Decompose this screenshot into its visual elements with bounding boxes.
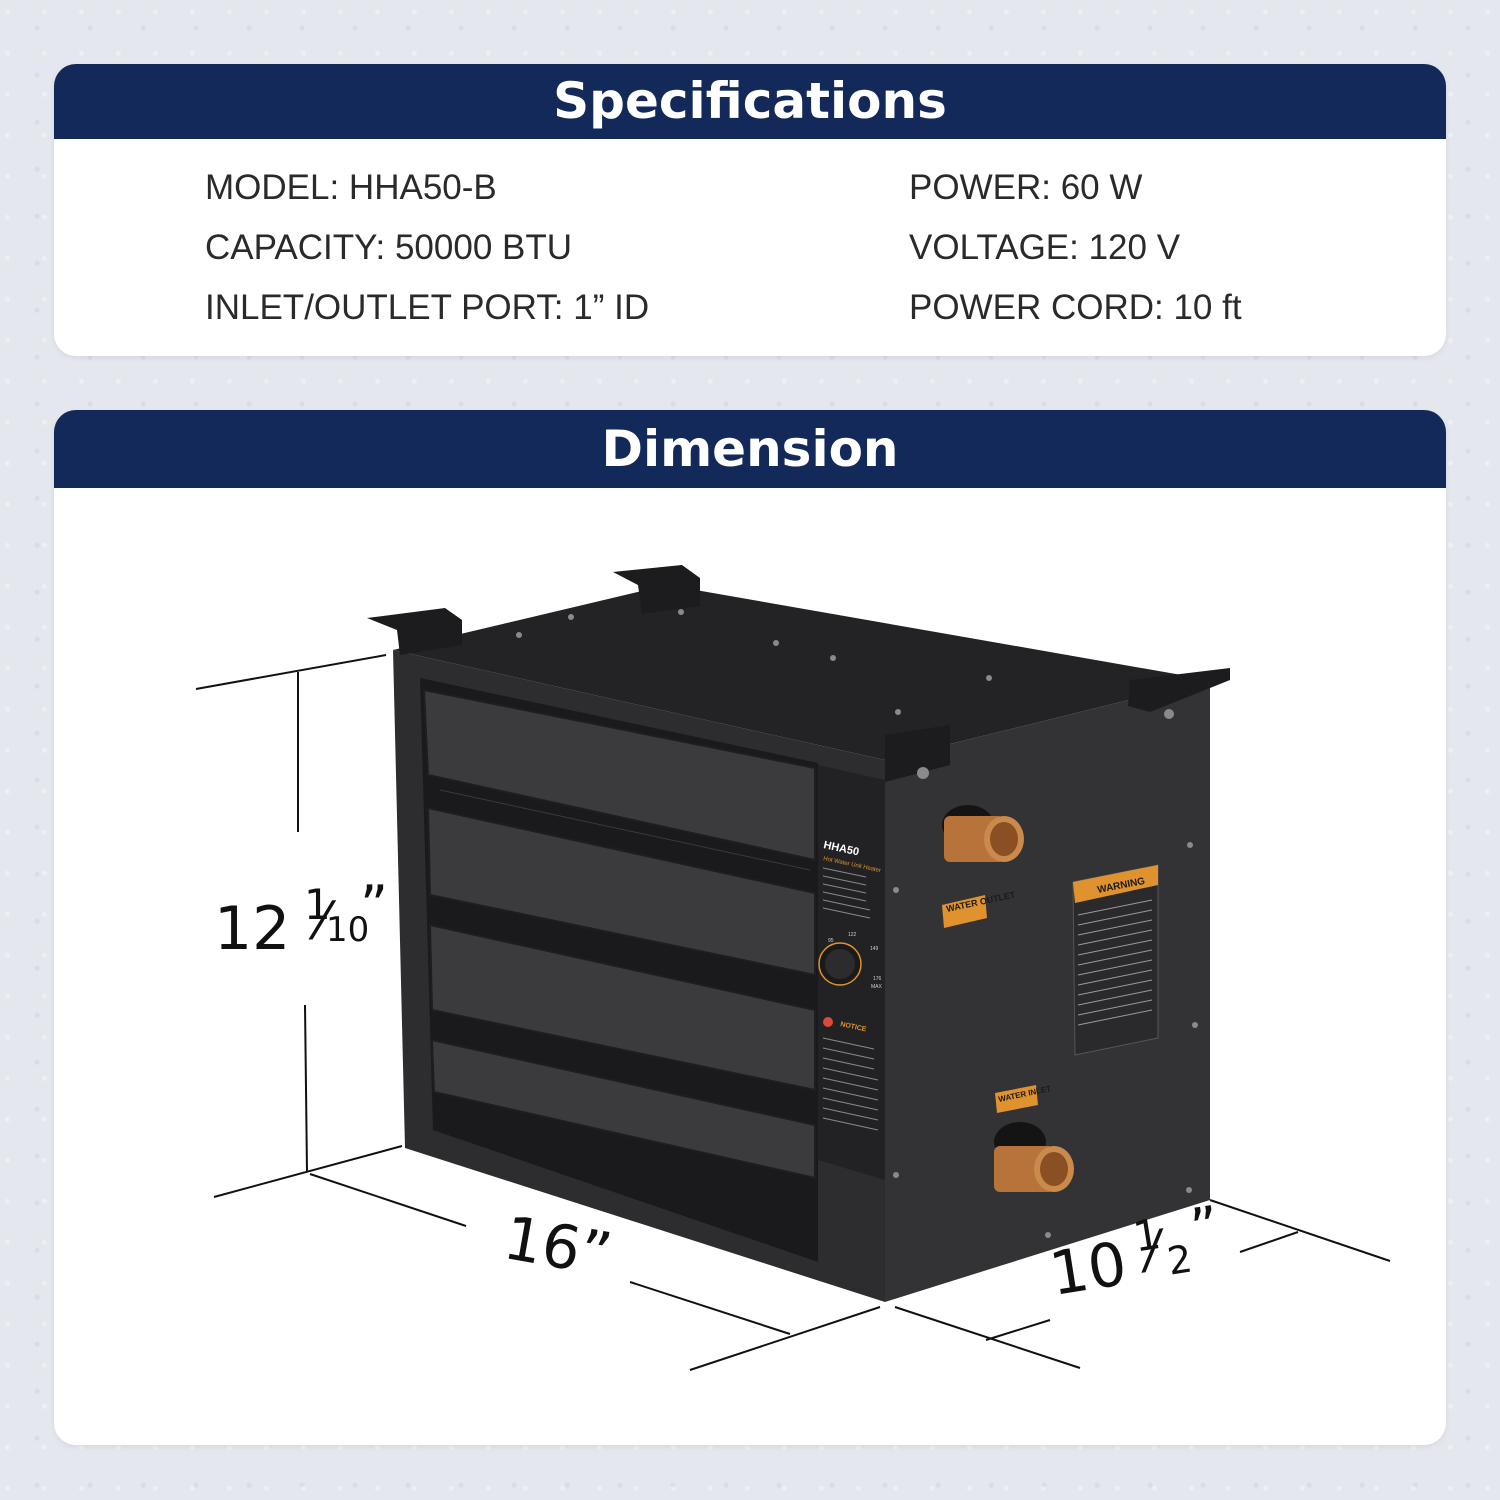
height-whole: 12 [214,894,291,964]
notice-icon [823,1017,833,1027]
spec-port: INLET/OUTLET PORT: 1” ID [205,288,649,328]
water-inlet-pipe [994,1122,1074,1192]
spec-label: POWER CORD: [909,288,1174,327]
bracket [885,725,950,782]
heater-side [885,680,1210,1302]
spec-power: POWER: 60 W [909,168,1142,208]
depth-whole: 10 [1045,1228,1132,1310]
louver-blade [426,806,816,977]
warning-label: WARNING [1072,864,1159,1056]
depth-dimension-label: 10 1 ⁄ 2 ” [1045,1194,1224,1310]
spec-value: 120 V [1088,228,1181,267]
louver-blade [422,688,816,862]
spec-power-cord: POWER CORD: 10 ft [909,288,1242,328]
spec-value: HHA50-B [348,168,497,207]
specifications-panel: Specifications MODEL: HHA50-B CAPACITY: … [54,64,1446,356]
spec-text-lines [822,867,871,919]
height-numerator: 1 [304,880,331,929]
spec-label: MODEL: [205,168,349,207]
dimension-title: Dimension [54,410,1446,488]
specifications-title: Specifications [54,64,1446,139]
control-panel: HHA50 Hot Water Unit Heater 95 122 149 1… [818,765,885,1180]
spec-value: 10 ft [1173,288,1242,327]
dial-mark: 176 [873,976,882,982]
water-outlet-pipe [942,805,1024,862]
dial-mark: 95 [828,938,834,944]
notice-text-lines [822,1037,879,1131]
dimension-lines [195,654,1391,1371]
height-denominator: 10 [326,910,370,950]
bracket [1128,668,1230,712]
mounting-brackets [367,565,1230,782]
spec-label: POWER: [909,168,1061,207]
spec-value: 1” ID [573,288,650,327]
louver-blade [428,923,816,1092]
heater-top [393,585,1210,760]
spec-label: VOLTAGE: [909,228,1089,267]
louver-blade [430,1038,816,1180]
dial-mark: MAX [871,984,883,990]
spec-value: 50000 BTU [394,228,573,267]
dial-mark: 122 [848,932,857,938]
fraction-slash: ⁄ [318,892,327,952]
spec-label: CAPACITY: [205,228,395,267]
spec-value: 60 W [1060,168,1143,207]
louver-blades [422,688,816,1180]
inch-mark: ” [360,874,388,937]
bracket [367,608,462,655]
spec-capacity: CAPACITY: 50000 BTU [205,228,572,268]
spec-voltage: VOLTAGE: 120 V [909,228,1180,268]
height-dimension-label: 12 1 ⁄ 10 ” [214,874,388,964]
spec-label: INLET/OUTLET PORT: [205,288,574,327]
dial-mark: 149 [870,946,879,952]
bracket [613,565,700,614]
dial-knob[interactable] [825,949,855,979]
spec-model: MODEL: HHA50-B [205,168,497,208]
screws [516,609,1198,1238]
